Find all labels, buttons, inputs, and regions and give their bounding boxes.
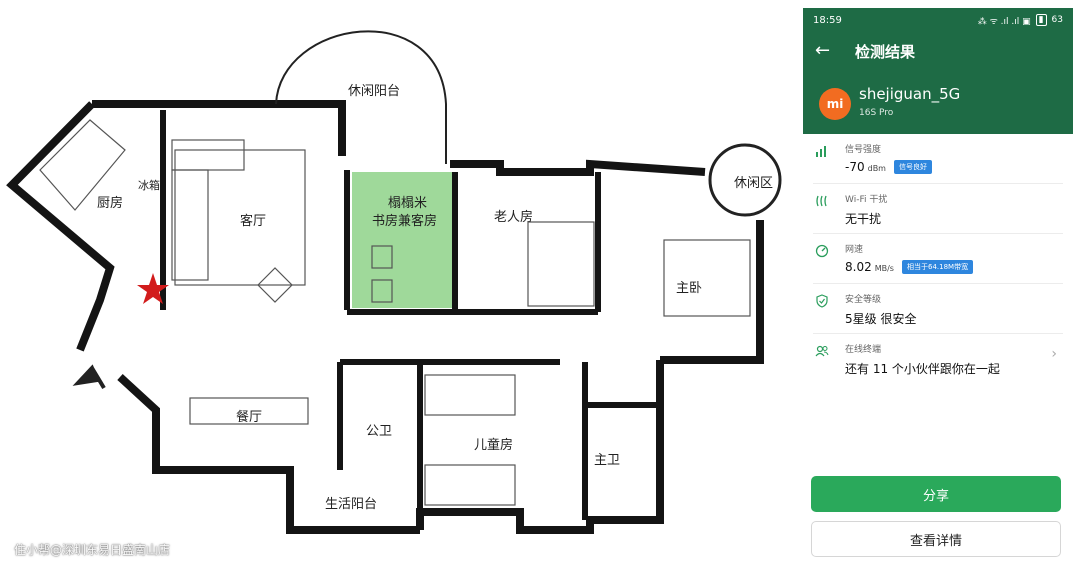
share-button[interactable]: 分享 — [811, 476, 1061, 512]
chevron-right-icon[interactable]: › — [1051, 346, 1057, 362]
speed-badge: 相当于64.18M带宽 — [901, 260, 974, 274]
living-rug — [174, 149, 306, 286]
study-chair-2 — [371, 279, 393, 303]
metric-label: 在线终端 — [845, 345, 882, 355]
status-bar: 18:59 ⁂ ᯤ .ıl .ıl ▣ ▮ 63 — [803, 8, 1073, 32]
kids-bed-bottom — [424, 464, 516, 506]
label-study-line1: 榻榻米 — [388, 196, 428, 211]
elder-bed — [527, 221, 595, 307]
metric-label: 信号强度 — [845, 145, 882, 155]
speedometer-icon — [815, 244, 829, 258]
label-fridge: 冰箱 — [138, 179, 160, 192]
speed-value: 8.02 — [845, 260, 872, 274]
label-public-bath: 公卫 — [366, 424, 393, 439]
signal-bars-icon — [815, 144, 829, 158]
entry-arrow-icon — [72, 364, 106, 390]
label-kids-room: 儿童房 — [474, 438, 514, 453]
back-arrow-icon[interactable]: ← — [815, 40, 831, 61]
router-model: 16S Pro — [859, 108, 894, 118]
signal-unit: dBm — [867, 164, 886, 173]
security-value: 5星级 很安全 — [845, 312, 917, 326]
app-header: ← 检测结果 mi shejiguan_5G 16S Pro — [803, 32, 1073, 134]
signal-badge: 信号良好 — [893, 160, 932, 174]
metric-devices[interactable]: 在线终端 还有 11 个小伙伴跟你在一起 › — [813, 334, 1063, 383]
location-star-icon — [137, 273, 169, 304]
network-ssid: shejiguan_5G — [859, 85, 961, 103]
study-chair-1 — [371, 245, 393, 269]
floor-plan-drawing — [6, 30, 782, 534]
status-signal-icons: ⁂ ᯤ .ıl .ıl ▣ — [977, 16, 1031, 27]
balcony-arc — [275, 30, 447, 164]
metric-label: Wi-Fi 干扰 — [845, 195, 888, 205]
shield-check-icon — [815, 294, 829, 308]
outer-wall-kitchen — [6, 101, 115, 352]
living-sofa — [171, 139, 245, 171]
label-dining-room: 餐厅 — [236, 410, 263, 425]
living-table — [257, 267, 293, 303]
label-leisure-area: 休闲区 — [734, 176, 774, 191]
metric-security: 安全等级 5星级 很安全 — [813, 284, 1063, 334]
metric-label: 网速 — [845, 245, 864, 255]
speed-unit: MB/s — [874, 264, 894, 273]
interference-icon — [815, 194, 829, 208]
watermark: 住小帮@深圳东易日盛南山店 — [14, 543, 171, 557]
label-balcony-top: 休闲阳台 — [348, 84, 401, 99]
leisure-circle — [708, 143, 782, 217]
outer-wall-north — [92, 100, 346, 156]
outer-wall-entry — [117, 374, 420, 534]
dining-table — [189, 397, 309, 425]
metric-label: 安全等级 — [845, 295, 882, 305]
label-living-room: 客厅 — [240, 214, 267, 229]
mi-logo-icon: mi — [819, 88, 851, 120]
page-title: 检测结果 — [855, 43, 916, 61]
study-highlight — [352, 172, 452, 308]
phone-screen: 18:59 ⁂ ᯤ .ıl .ıl ▣ ▮ 63 ← 检测结果 mi sheji… — [803, 8, 1073, 564]
floor-plan: 休闲阳台 厨房 冰箱 客厅 榻榻米 书房兼客房 老人房 休闲区 主卧 餐厅 公卫… — [6, 30, 782, 557]
battery-icon: ▮ — [1035, 14, 1047, 26]
label-kitchen: 厨房 — [97, 196, 124, 211]
interference-value: 无干扰 — [845, 212, 882, 226]
devices-value: 还有 11 个小伙伴跟你在一起 — [845, 362, 1000, 376]
details-button[interactable]: 查看详情 — [811, 521, 1061, 557]
kids-bed-top — [424, 374, 516, 416]
signal-value: -70 — [845, 160, 865, 174]
label-study-line2: 书房兼客房 — [372, 214, 438, 229]
master-bed — [663, 239, 751, 317]
kitchen-counter — [39, 119, 126, 211]
status-icons: ⁂ ᯤ .ıl .ıl ▣ ▮ 63 — [978, 14, 1063, 27]
label-elder-room: 老人房 — [494, 210, 534, 225]
outer-wall-top-mid — [450, 159, 706, 176]
living-sofa-side — [171, 169, 209, 281]
metric-interference: Wi-Fi 干扰 无干扰 — [813, 184, 1063, 234]
label-master-bath: 主卫 — [594, 453, 621, 468]
label-master-bedroom: 主卧 — [676, 281, 703, 296]
users-icon — [815, 344, 829, 358]
battery-level: 63 — [1051, 15, 1063, 25]
status-time: 18:59 — [813, 14, 842, 26]
outer-wall-south — [416, 360, 664, 534]
outer-wall-east — [660, 220, 764, 364]
label-utility-balcony: 生活阳台 — [325, 497, 378, 512]
